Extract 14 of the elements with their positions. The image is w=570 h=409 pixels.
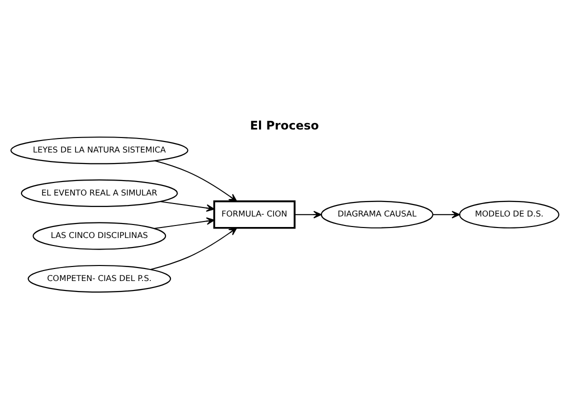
arrow [294,210,322,218]
node-ellipse: EL EVENTO REAL A SIMULAR [20,178,178,207]
arrow [432,210,460,218]
diagram-title: El Proceso [250,118,319,132]
node-ellipse: DIAGRAMA CAUSAL [320,200,434,228]
arrow [160,200,215,212]
node-ellipse: MODELO DE D.S. [459,200,560,228]
node-ellipse: COMPETEN- CIAS DEL P.S. [28,264,172,292]
arrow [150,226,238,270]
node-ellipse: LAS CINCO DISCIPLINAS [32,222,166,250]
arrow [154,216,215,228]
arrow [154,160,238,202]
node-box: FORMULA- CION [213,200,296,228]
node-ellipse: LEYES DE LA NATURA SISTEMICA [10,136,188,164]
